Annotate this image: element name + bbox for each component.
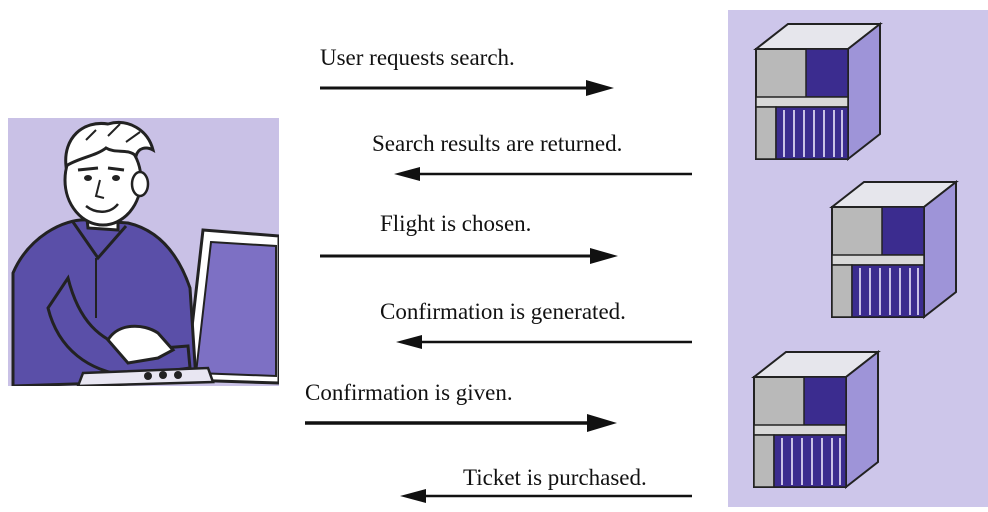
arrow-left-1: [394, 167, 692, 181]
servers-icon: [728, 10, 988, 507]
message-flight-chosen: Flight is chosen.: [380, 211, 532, 236]
message-ticket-purchased: Ticket is purchased.: [463, 465, 647, 490]
message-user-requests-search: User requests search.: [320, 45, 515, 70]
arrow-right-2: [320, 248, 618, 264]
server-illustration: [728, 10, 988, 507]
user-illustration: [8, 118, 281, 388]
message-confirmation-given: Confirmation is given.: [305, 380, 513, 405]
message-search-results-returned: Search results are returned.: [372, 131, 623, 156]
server-tower-1: [755, 23, 881, 160]
arrow-right-1: [320, 80, 614, 96]
arrow-left-2: [396, 335, 692, 349]
user-at-computer-icon: [8, 118, 281, 388]
message-confirmation-generated: Confirmation is generated.: [380, 299, 626, 324]
arrow-left-3: [400, 489, 692, 503]
arrow-right-3: [305, 414, 617, 432]
